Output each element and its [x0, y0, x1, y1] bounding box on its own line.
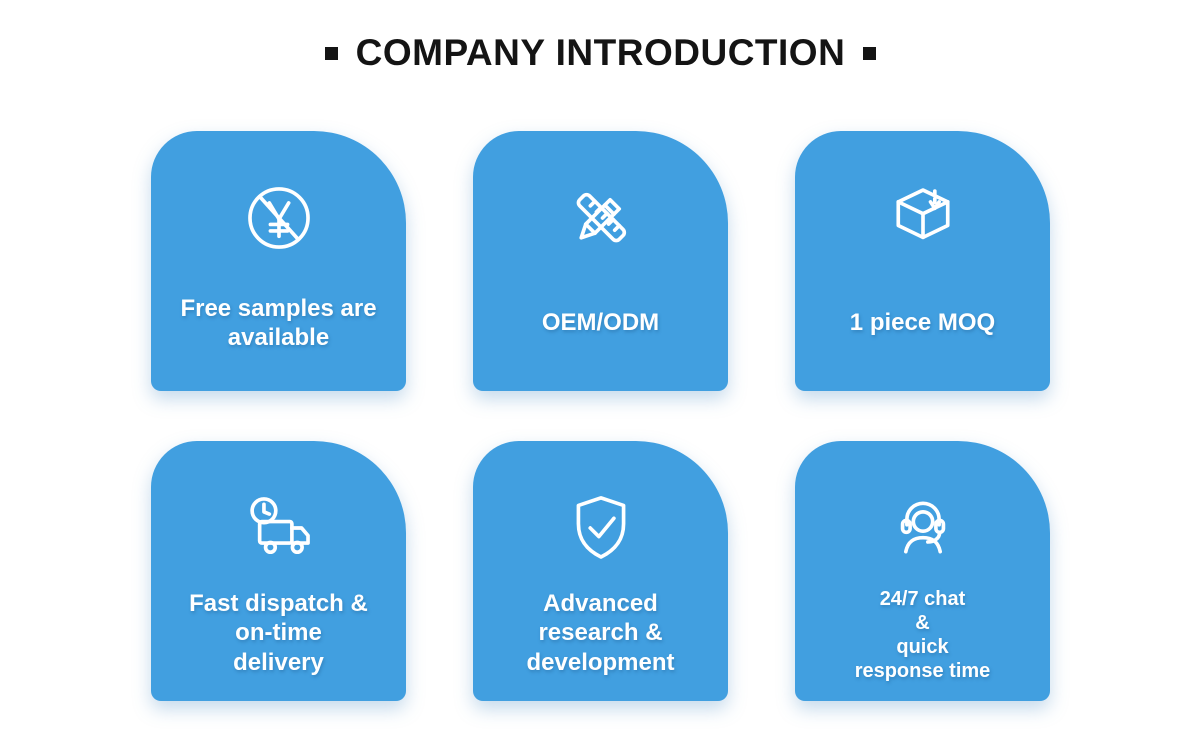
- feature-card-fast-dispatch: Fast dispatch & on-time delivery: [151, 441, 406, 701]
- package-box-icon: [880, 159, 966, 277]
- section-title: COMPANY INTRODUCTION: [355, 32, 846, 73]
- feature-card-moq: 1 piece MOQ: [795, 131, 1050, 391]
- feature-label: 24/7 chat & quick response time: [854, 588, 991, 682]
- feature-card-free-samples: Free samples are available: [151, 131, 406, 391]
- bullet-icon: [863, 46, 877, 60]
- feature-label: Advanced research & development: [526, 590, 675, 676]
- feature-label: Free samples are available: [180, 294, 377, 351]
- pencil-ruler-icon: [558, 159, 644, 277]
- feature-card-research: Advanced research & development: [473, 441, 728, 701]
- shield-check-icon: [558, 469, 644, 587]
- delivery-truck-clock-icon: [236, 469, 322, 587]
- feature-grid: Free samples are available: [0, 131, 1201, 701]
- feature-label: OEM/ODM: [541, 309, 660, 337]
- headset-support-icon: [880, 469, 966, 587]
- feature-label: Fast dispatch & on-time delivery: [189, 590, 368, 676]
- no-cost-icon: [236, 159, 322, 277]
- feature-label: 1 piece MOQ: [849, 309, 996, 337]
- feature-card-oem-odm: OEM/ODM: [473, 131, 728, 391]
- bullet-icon: [324, 46, 338, 60]
- section-header: COMPANY INTRODUCTION: [0, 30, 1201, 76]
- feature-card-support: 24/7 chat & quick response time: [795, 441, 1050, 701]
